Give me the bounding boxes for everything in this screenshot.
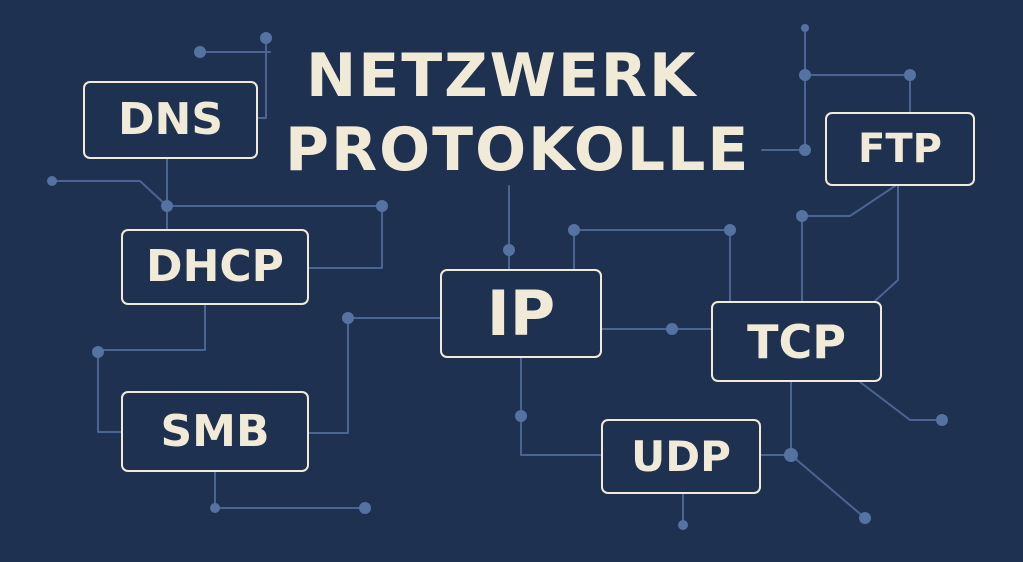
protocol-node-ftp[interactable]: FTP (825, 112, 975, 186)
protocol-node-dhcp[interactable]: DHCP (121, 229, 309, 305)
protocol-node-smb[interactable]: SMB (121, 391, 309, 472)
protocol-node-ip[interactable]: IP (440, 269, 602, 358)
title-line-1: NETZWERK (306, 41, 698, 111)
circuit-nodes (47, 24, 948, 530)
protocol-node-udp[interactable]: UDP (601, 419, 761, 494)
protocol-node-dns[interactable]: DNS (83, 81, 258, 159)
title-line-2: PROTOKOLLE (285, 115, 751, 185)
protocol-node-tcp[interactable]: TCP (711, 301, 882, 382)
